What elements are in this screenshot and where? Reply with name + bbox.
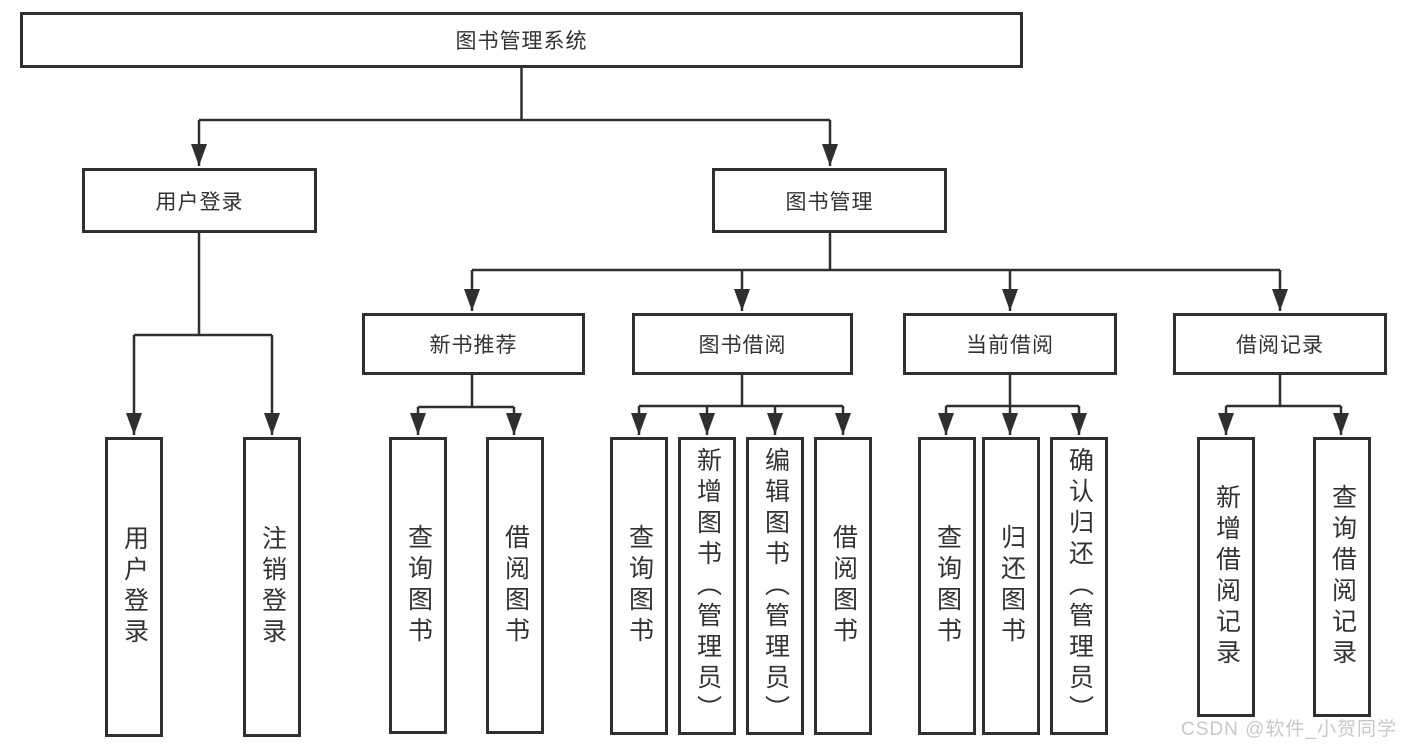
connector-root-to-level2: [191, 68, 838, 166]
leaf-new-books-1: 查询图书: [389, 437, 447, 734]
node-new-books: 新书推荐: [362, 313, 585, 375]
leaf-book-borrow-2: 新增图书（管理员）: [678, 437, 736, 735]
leaf-book-borrow-4-label: 借阅图书: [829, 524, 858, 648]
connector-new-books-to-leaves: [410, 375, 522, 435]
leaf-borrow-records-2-label: 查询借阅记录: [1328, 484, 1357, 670]
node-borrow-records-label: 借阅记录: [1236, 334, 1324, 357]
connector-book-mgmt-to-level3: [464, 233, 1288, 311]
node-user-login: 用户登录: [82, 168, 317, 233]
leaf-current-borrow-2-label: 归还图书: [997, 524, 1026, 648]
leaf-book-borrow-3-label: 编辑图书（管理员）: [761, 446, 790, 726]
node-book-borrow: 图书借阅: [632, 313, 853, 375]
connector-current-borrow-to-leaves: [938, 375, 1087, 435]
node-new-books-label: 新书推荐: [429, 334, 518, 357]
leaf-current-borrow-1: 查询图书: [918, 437, 976, 735]
leaf-new-books-1-label: 查询图书: [404, 523, 433, 648]
node-current-borrow: 当前借阅: [903, 313, 1117, 375]
node-borrow-records: 借阅记录: [1173, 313, 1387, 375]
connector-user-login-to-leaves: [126, 233, 280, 435]
leaf-user-login-1-label: 用户登录: [120, 525, 149, 649]
node-book-mgmt-label: 图书管理: [785, 190, 874, 214]
leaf-borrow-records-1-label: 新增借阅记录: [1212, 484, 1241, 670]
node-book-mgmt: 图书管理: [712, 168, 947, 233]
node-root-label: 图书管理系统: [455, 30, 588, 53]
leaf-user-login-1: 用户登录: [105, 437, 163, 737]
leaf-current-borrow-3: 确认归还（管理员）: [1050, 437, 1108, 735]
leaf-user-login-2-label: 注销登录: [258, 525, 287, 649]
leaf-current-borrow-3-label: 确认归还（管理员）: [1065, 446, 1094, 726]
leaf-current-borrow-1-label: 查询图书: [933, 524, 962, 648]
leaf-new-books-2: 借阅图书: [486, 437, 544, 734]
leaf-borrow-records-2: 查询借阅记录: [1313, 437, 1371, 717]
node-root: 图书管理系统: [20, 12, 1023, 68]
leaf-borrow-records-1: 新增借阅记录: [1197, 437, 1255, 717]
leaf-book-borrow-1-label: 查询图书: [625, 524, 654, 648]
leaf-book-borrow-1: 查询图书: [610, 437, 668, 735]
node-current-borrow-label: 当前借阅: [966, 334, 1054, 357]
connector-book-borrow-to-leaves: [631, 375, 851, 435]
leaf-current-borrow-2: 归还图书: [982, 437, 1040, 735]
csdn-watermark: CSDN @软件_小贺同学: [1181, 719, 1397, 740]
leaf-new-books-2-label: 借阅图书: [501, 523, 530, 648]
connector-borrow-records-to-leaves: [1218, 375, 1349, 435]
leaf-book-borrow-2-label: 新增图书（管理员）: [693, 446, 722, 726]
leaf-user-login-2: 注销登录: [243, 437, 301, 737]
leaf-book-borrow-3: 编辑图书（管理员）: [746, 437, 804, 735]
node-user-login-label: 用户登录: [155, 190, 244, 214]
node-book-borrow-label: 图书借阅: [698, 334, 787, 357]
leaf-book-borrow-4: 借阅图书: [814, 437, 872, 735]
